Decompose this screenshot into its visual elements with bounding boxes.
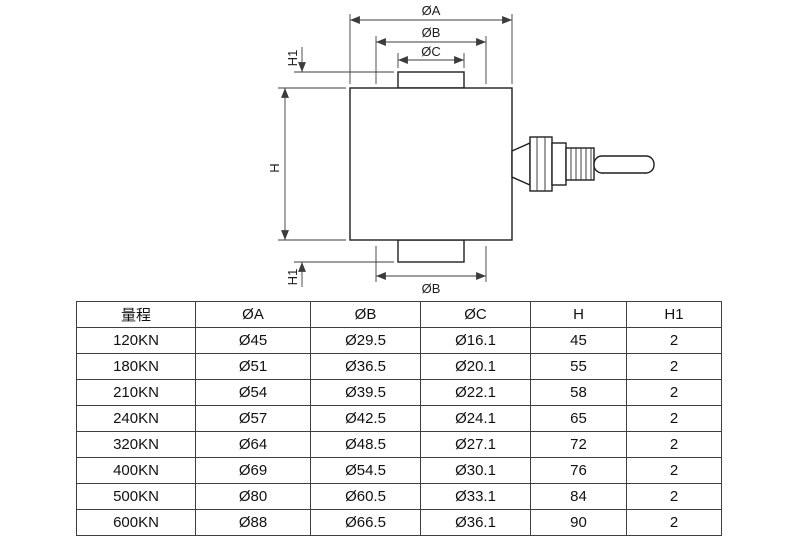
spec-cell: 2 — [626, 353, 722, 380]
extension-lines — [278, 14, 513, 282]
main-body — [349, 87, 513, 241]
gland-nut — [529, 136, 553, 192]
spec-cell: Ø36.1 — [420, 509, 531, 536]
spec-cell: 240KN — [76, 405, 196, 432]
spec-cell: 120KN — [76, 327, 196, 354]
spec-cell: Ø22.1 — [420, 379, 531, 406]
dimension-lines — [281, 16, 512, 287]
cable-gland — [511, 136, 655, 192]
spec-cell: 84 — [530, 483, 627, 510]
spec-cell: 2 — [626, 431, 722, 458]
gland-collar — [551, 142, 567, 186]
spec-cell: 76 — [530, 457, 627, 484]
spec-cell: 2 — [626, 509, 722, 536]
spec-cell: Ø39.5 — [310, 379, 421, 406]
spec-cell: Ø80 — [195, 483, 311, 510]
bottom-boss — [397, 239, 465, 263]
header-row: 量程 ØA ØB ØC H H1 — [76, 301, 722, 328]
spec-table: 量程 ØA ØB ØC H H1 120KN Ø45 Ø29.5 Ø16.1 4… — [76, 301, 722, 536]
spec-cell: 58 — [530, 379, 627, 406]
spec-cell: Ø66.5 — [310, 509, 421, 536]
spec-cell: Ø24.1 — [420, 405, 531, 432]
spec-cell: 210KN — [76, 379, 196, 406]
spec-cell: Ø36.5 — [310, 353, 421, 380]
spec-cell: Ø45 — [195, 327, 311, 354]
spec-cell: Ø42.5 — [310, 405, 421, 432]
spec-cell: 45 — [530, 327, 627, 354]
column-header-h1: H1 — [626, 301, 722, 328]
spec-cell: Ø69 — [195, 457, 311, 484]
dim-label-phi-b-top: ØB — [422, 25, 441, 40]
top-boss — [397, 71, 465, 89]
spec-cell: 2 — [626, 405, 722, 432]
spec-cell: 2 — [626, 327, 722, 354]
table-row: 180KN Ø51 Ø36.5 Ø20.1 55 2 — [76, 353, 722, 380]
spec-cell: Ø88 — [195, 509, 311, 536]
table-row: 600KN Ø88 Ø66.5 Ø36.1 90 2 — [76, 509, 722, 536]
spec-cell: Ø33.1 — [420, 483, 531, 510]
spec-cell: Ø20.1 — [420, 353, 531, 380]
table-row: 240KN Ø57 Ø42.5 Ø24.1 65 2 — [76, 405, 722, 432]
table-row: 120KN Ø45 Ø29.5 Ø16.1 45 2 — [76, 327, 722, 354]
column-header-dia-c: ØC — [420, 301, 531, 328]
spec-cell: Ø54 — [195, 379, 311, 406]
table-row: 320KN Ø64 Ø48.5 Ø27.1 72 2 — [76, 431, 722, 458]
spec-cell: Ø60.5 — [310, 483, 421, 510]
spec-cell: 320KN — [76, 431, 196, 458]
spec-cell: 90 — [530, 509, 627, 536]
spec-cell: Ø51 — [195, 353, 311, 380]
spec-cell: Ø27.1 — [420, 431, 531, 458]
dim-label-h1-top: H1 — [285, 50, 300, 67]
spec-cell: 400KN — [76, 457, 196, 484]
load-cell-body — [349, 71, 513, 263]
spec-cell: Ø48.5 — [310, 431, 421, 458]
dim-label-h: H — [267, 163, 282, 172]
dim-label-phi-b-bottom: ØB — [422, 281, 441, 296]
spec-cell: Ø30.1 — [420, 457, 531, 484]
spec-cell: Ø54.5 — [310, 457, 421, 484]
column-header-dia-b: ØB — [310, 301, 421, 328]
load-cell-technical-drawing: ØA ØB ØC H H1 H1 ØB — [267, 3, 655, 296]
spec-cell: 180KN — [76, 353, 196, 380]
spec-cell: 55 — [530, 353, 627, 380]
column-header-dia-a: ØA — [195, 301, 311, 328]
spec-cell: 65 — [530, 405, 627, 432]
column-header-range: 量程 — [76, 301, 196, 328]
spec-cell: Ø57 — [195, 405, 311, 432]
gland-neck — [511, 141, 531, 187]
dim-label-phi-a: ØA — [422, 3, 441, 18]
table-row: 500KN Ø80 Ø60.5 Ø33.1 84 2 — [76, 483, 722, 510]
table-row: 210KN Ø54 Ø39.5 Ø22.1 58 2 — [76, 379, 722, 406]
strain-relief — [565, 147, 595, 181]
spec-cell: 2 — [626, 379, 722, 406]
spec-cell: 500KN — [76, 483, 196, 510]
spec-cell: 2 — [626, 483, 722, 510]
column-header-h: H — [530, 301, 627, 328]
dim-label-phi-c: ØC — [421, 44, 441, 59]
spec-cell: Ø29.5 — [310, 327, 421, 354]
table-row: 400KN Ø69 Ø54.5 Ø30.1 76 2 — [76, 457, 722, 484]
cable — [593, 155, 655, 174]
spec-cell: Ø16.1 — [420, 327, 531, 354]
spec-cell: 2 — [626, 457, 722, 484]
spec-cell: Ø64 — [195, 431, 311, 458]
spec-cell: 600KN — [76, 509, 196, 536]
dim-label-h1-bottom: H1 — [285, 269, 300, 286]
spec-cell: 72 — [530, 431, 627, 458]
